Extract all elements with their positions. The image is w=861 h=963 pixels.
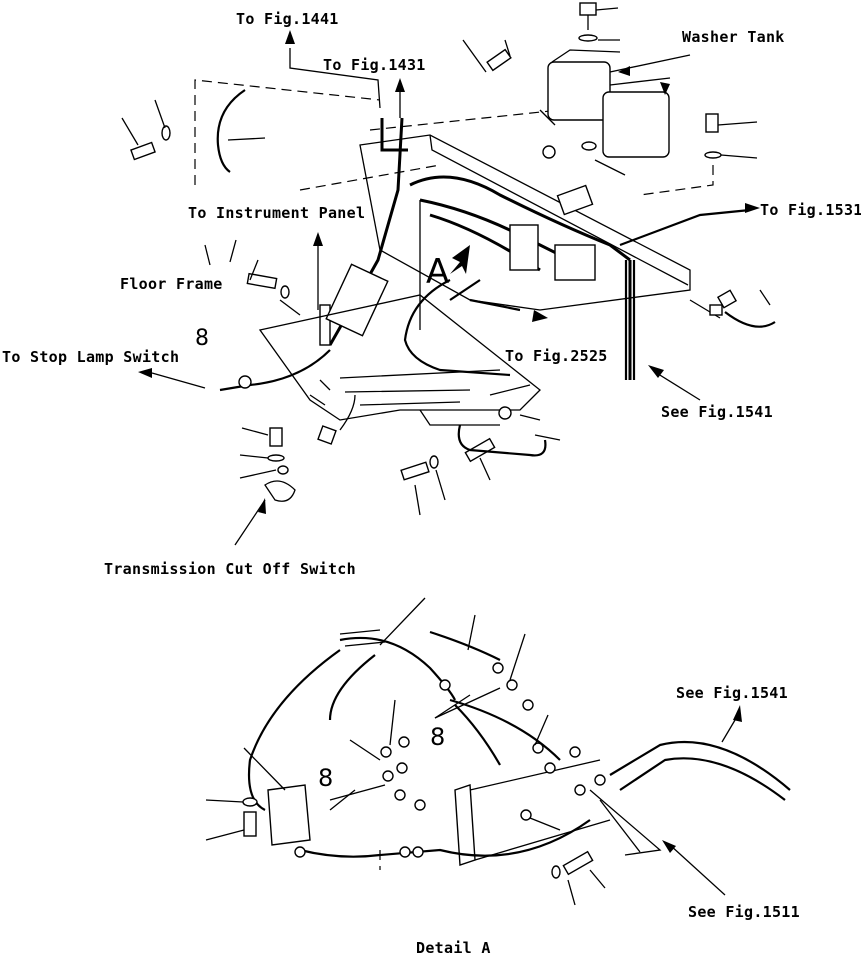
bolt-floor-lower [400, 461, 430, 481]
floor-frame-plate [258, 294, 541, 421]
left-harness [216, 89, 246, 173]
arrow-up-instrument-panel [313, 232, 323, 246]
arrow-up-fig1431 [395, 78, 405, 92]
detail-harness-right [609, 740, 791, 791]
detail-connectors [380, 662, 606, 821]
label-detail-a: Detail A [416, 939, 491, 957]
relay-box-right [554, 244, 596, 281]
washer-tank-front [602, 91, 670, 158]
wire-stop-lamp [219, 349, 331, 392]
harness-clamp-left [319, 304, 331, 346]
detail-bolt-left [243, 811, 257, 837]
callout-8-left: 8 [195, 326, 209, 351]
leader-to-fig1441 [289, 48, 381, 109]
label-to-fig1531: To Fig.1531 [760, 201, 861, 219]
label-to-fig1431: To Fig.1431 [323, 56, 426, 74]
detail-harness-bottom [299, 819, 591, 858]
callout-8-detail-left: 8 [318, 764, 334, 792]
detail-bracket-left [267, 784, 311, 846]
transmission-switch-body [264, 480, 296, 502]
detail-bolt-bottom [562, 850, 594, 876]
relay-box-center [509, 224, 539, 271]
label-to-fig2525: To Fig.2525 [505, 347, 608, 365]
wire-to-fig1531 [619, 208, 751, 247]
wire-to-fig2525 [403, 279, 511, 377]
label-transmission-cut-off-switch: Transmission Cut Off Switch [104, 560, 356, 578]
label-see-fig1541-top: See Fig.1541 [661, 403, 773, 421]
floor-wire-right [457, 424, 547, 457]
label-washer-tank: Washer Tank [682, 28, 785, 46]
relay-box-left [325, 263, 389, 337]
label-see-fig1511: See Fig.1511 [688, 903, 800, 921]
bolt-right [705, 113, 719, 133]
mounting-plate [359, 134, 691, 311]
detail-harness-top [339, 636, 456, 701]
bolt-top-center [486, 48, 512, 72]
label-to-fig1441: To Fig.1441 [236, 10, 339, 28]
bolt-top-left [130, 141, 156, 161]
harness-main [409, 175, 631, 262]
detail-loop-left [247, 649, 341, 811]
bolt-floor-frame [246, 272, 278, 290]
bolt-washer-tank [579, 2, 597, 16]
bracket-dashed-outline [194, 79, 381, 185]
callout-8-detail-center: 8 [430, 723, 446, 751]
view-a-arrow [450, 245, 470, 274]
label-see-fig1541-detail: See Fig.1541 [676, 684, 788, 702]
bolt-trans-switch [269, 427, 283, 447]
label-to-stop-lamp-switch: To Stop Lamp Switch [2, 348, 180, 366]
washer-tank-back [547, 61, 611, 121]
arrow-up-fig1441 [285, 30, 295, 44]
label-to-instrument-panel: To Instrument Panel [188, 204, 366, 222]
callout-view-a: A [426, 252, 450, 292]
label-floor-frame: Floor Frame [120, 275, 223, 293]
